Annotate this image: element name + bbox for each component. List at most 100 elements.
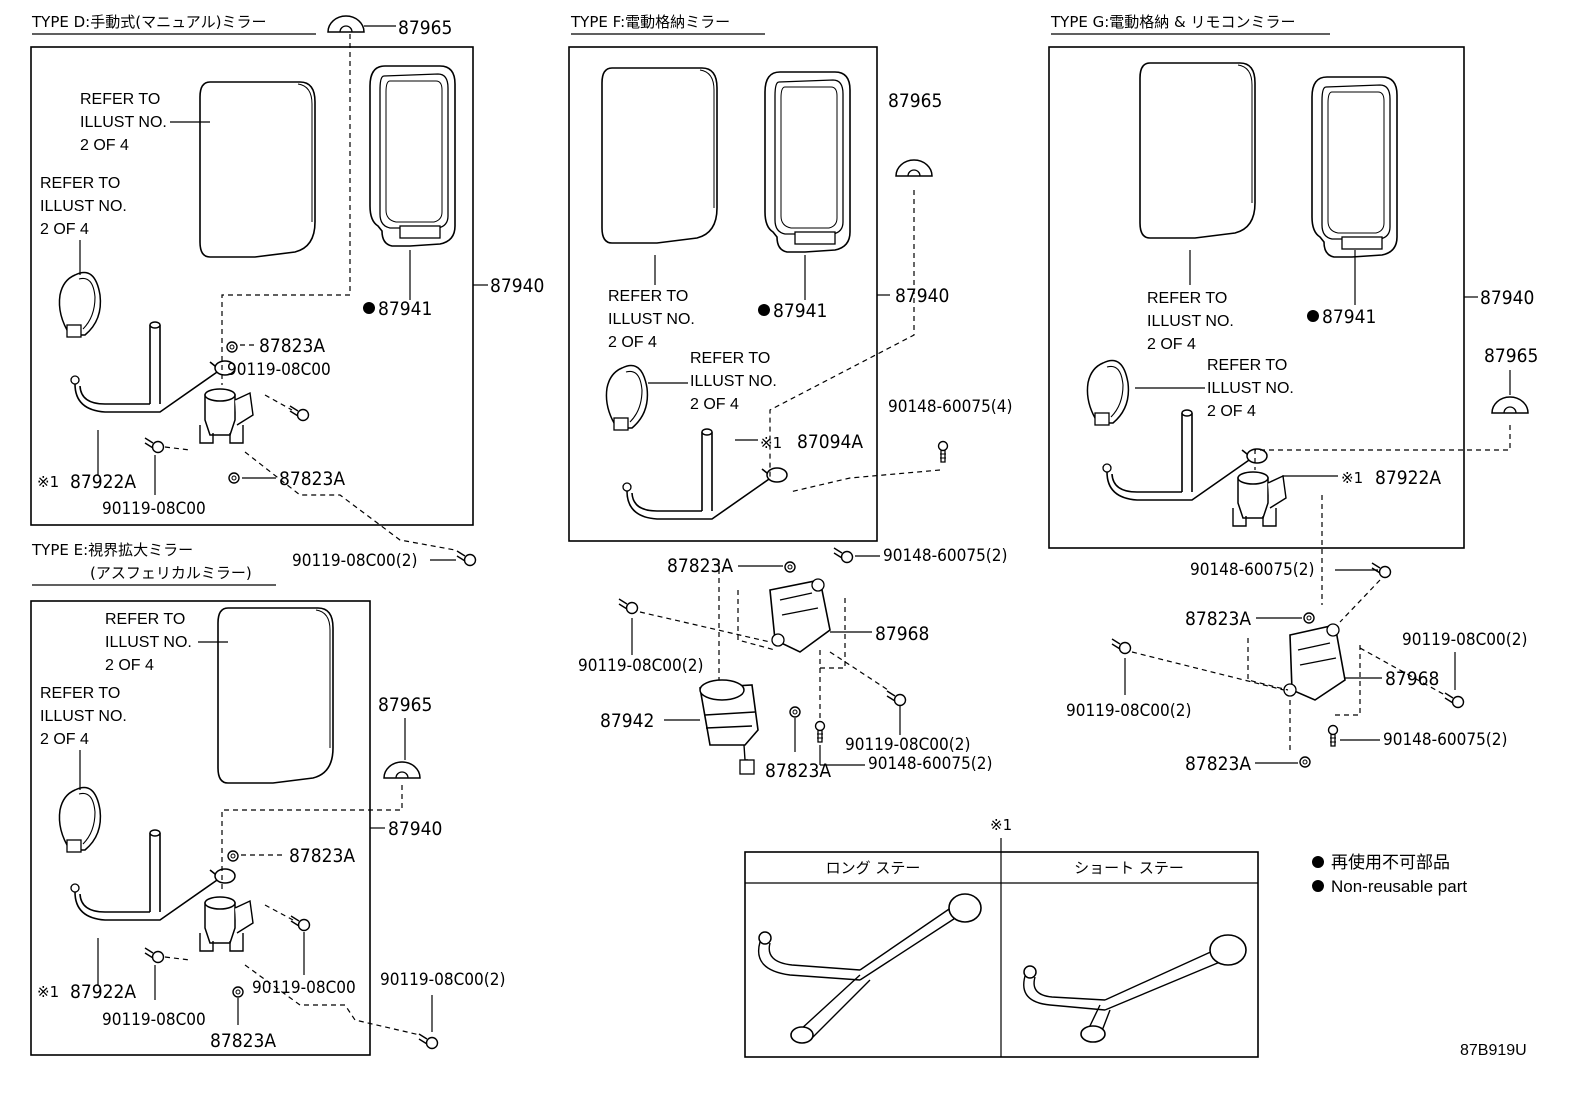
label-87922A: 87922A — [1375, 467, 1441, 489]
label-90119-08C00: 90119-08C00 — [227, 360, 331, 380]
note-mark: ※1 — [37, 983, 59, 1001]
type-d-mirror-glass — [199, 81, 316, 258]
refer-note-line1: REFER TO — [105, 611, 185, 628]
label-87941: 87941 — [378, 298, 432, 320]
refer-note-line2: ILLUST NO. — [690, 373, 777, 390]
refer-note-line2: ILLUST NO. — [608, 311, 695, 328]
non-reusable-dot — [363, 302, 375, 314]
label-87940: 87940 — [1480, 287, 1534, 309]
type-f-mirror-frame — [764, 71, 851, 253]
label-87823A: 87823A — [210, 1030, 276, 1052]
type-g-bracket — [1283, 623, 1346, 701]
refer-note-line3: 2 OF 4 — [1147, 336, 1196, 353]
legend-dot — [1312, 856, 1324, 868]
diagram-code: 87B919U — [1460, 1042, 1527, 1059]
refer-note-line1: REFER TO — [80, 91, 160, 108]
label-87965: 87965 — [1484, 345, 1538, 367]
label-87823A: 87823A — [1185, 753, 1251, 775]
refer-note-line1: REFER TO — [40, 685, 120, 702]
label-87940: 87940 — [490, 275, 544, 297]
label-90119-08C00: 90119-08C00 — [102, 1010, 206, 1030]
note-mark: ※1 — [1341, 469, 1363, 487]
label-90119-08C00: 90119-08C00 — [252, 978, 356, 998]
label-87968: 87968 — [875, 623, 929, 645]
type-d-side-mirror — [58, 271, 102, 338]
non-reusable-dot — [1307, 310, 1319, 322]
legend: 再使用不可部品 Non-reusable part — [1312, 852, 1467, 896]
refer-note-line2: ILLUST NO. — [80, 114, 167, 131]
type-e-title: TYPE E:視界拡大ミラー — [31, 541, 193, 559]
type-g-mirror-frame — [1311, 76, 1398, 258]
type-g-title: TYPE G:電動格納 & リモコンミラー — [1050, 13, 1296, 31]
label-87823A: 87823A — [259, 335, 325, 357]
label-87094A: 87094A — [797, 431, 863, 453]
type-e-subtitle: (アスフェリカルミラー) — [90, 564, 252, 582]
legend-item-en: Non-reusable part — [1331, 877, 1467, 896]
refer-note-line3: 2 OF 4 — [608, 334, 657, 351]
refer-note-line3: 2 OF 4 — [105, 657, 154, 674]
non-reusable-dot — [758, 304, 770, 316]
type-f-frame — [568, 46, 878, 542]
type-f-side-mirror — [605, 364, 649, 431]
label-87922A: 87922A — [70, 471, 136, 493]
refer-note-line2: ILLUST NO. — [40, 708, 127, 725]
refer-note-line3: 2 OF 4 — [690, 396, 739, 413]
label-87823A: 87823A — [279, 468, 345, 490]
label-87965: 87965 — [378, 694, 432, 716]
label-90148-60075-2: 90148-60075(2) — [1190, 560, 1314, 580]
refer-note-line3: 2 OF 4 — [40, 221, 89, 238]
label-87941: 87941 — [1322, 306, 1376, 328]
label-87965: 87965 — [888, 90, 942, 112]
label-90119-08C00-2: 90119-08C00(2) — [380, 970, 505, 990]
type-f-bracket — [769, 578, 831, 653]
type-d-title: TYPE D:手動式(マニュアル)ミラー — [31, 13, 266, 31]
type-f-motor-87942 — [699, 679, 759, 775]
long-stay-illustration — [758, 893, 982, 1044]
type-e-mirror-glass — [217, 607, 334, 784]
label-87965: 87965 — [398, 17, 452, 39]
stay-table — [744, 851, 1259, 1058]
label-87922A: 87922A — [70, 981, 136, 1003]
label-87823A: 87823A — [667, 555, 733, 577]
label-90119-08C00-2: 90119-08C00(2) — [578, 656, 703, 676]
refer-note-line3: 2 OF 4 — [40, 731, 89, 748]
type-g-side-mirror — [1086, 359, 1130, 426]
refer-note-line3: 2 OF 4 — [80, 137, 129, 154]
type-g-mirror-glass — [1139, 62, 1256, 239]
legend-dot — [1312, 880, 1324, 892]
label-90119-08C00: 90119-08C00 — [102, 499, 206, 519]
label-90148-60075-4: 90148-60075(4) — [888, 397, 1012, 417]
label-90119-08C00-2: 90119-08C00(2) — [845, 735, 970, 755]
short-stay-illustration — [1023, 934, 1247, 1043]
note-mark: ※1 — [760, 434, 782, 452]
refer-note-line2: ILLUST NO. — [1147, 313, 1234, 330]
stay-table-col-short: ショート ステー — [1074, 859, 1184, 877]
refer-note-line3: 2 OF 4 — [1207, 403, 1256, 420]
refer-note-line1: REFER TO — [1147, 290, 1227, 307]
stay-table-note-mark: ※1 — [990, 816, 1012, 834]
label-90119-08C00-2: 90119-08C00(2) — [292, 551, 417, 571]
type-f-title: TYPE F:電動格納ミラー — [570, 13, 730, 31]
label-87823A: 87823A — [1185, 608, 1251, 630]
note-mark: ※1 — [37, 473, 59, 491]
label-90148-60075-2: 90148-60075(2) — [868, 754, 992, 774]
type-e-side-mirror — [58, 786, 102, 853]
label-87940: 87940 — [388, 818, 442, 840]
label-87823A: 87823A — [289, 845, 355, 867]
type-d-frame — [30, 46, 474, 526]
refer-note-line2: ILLUST NO. — [1207, 380, 1294, 397]
type-e-pivot — [199, 896, 254, 952]
refer-note-line1: REFER TO — [40, 175, 120, 192]
label-90148-60075-2: 90148-60075(2) — [883, 546, 1007, 566]
type-f-mirror-glass — [601, 67, 718, 244]
type-g-pivot — [1232, 471, 1287, 527]
label-87823A: 87823A — [765, 760, 831, 782]
legend-item-ja: 再使用不可部品 — [1331, 852, 1450, 872]
label-90119-08C00-2: 90119-08C00(2) — [1066, 701, 1191, 721]
type-d-pivot — [199, 388, 254, 444]
stay-table-col-long: ロング ステー — [826, 859, 921, 877]
label-87941: 87941 — [773, 300, 827, 322]
refer-note-line2: ILLUST NO. — [105, 634, 192, 651]
label-90119-08C00-2: 90119-08C00(2) — [1402, 630, 1527, 650]
